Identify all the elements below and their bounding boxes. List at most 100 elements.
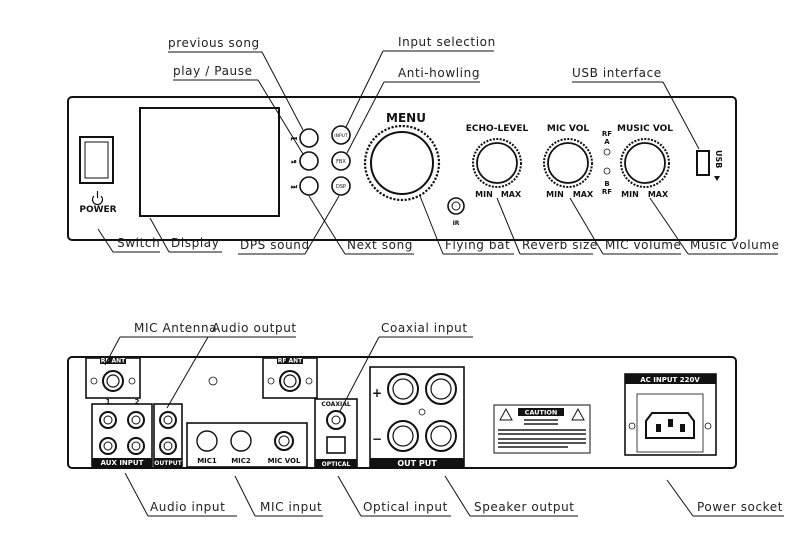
dsp-button-label: DSP xyxy=(336,184,346,190)
next-song-button xyxy=(299,176,319,196)
coaxial-jack xyxy=(326,410,346,430)
music-vol-label: MUSIC VOL xyxy=(617,124,673,134)
menu-label: MENU xyxy=(386,111,426,125)
callout-input-selection: Input selection xyxy=(398,35,496,49)
aux-jack-1l xyxy=(99,411,117,429)
callout-mic-input: MIC input xyxy=(260,500,322,514)
output-tag xyxy=(154,458,182,467)
rf-ant-right-tag xyxy=(277,356,303,364)
fbx-button-label: FBX xyxy=(336,159,346,165)
mic-vol-knob-rear xyxy=(274,431,294,451)
rf-a-letter: A xyxy=(604,138,610,146)
aux-ch1-label: 1 xyxy=(106,398,111,406)
iec-pin-live xyxy=(656,424,661,432)
speaker-terminal-2 xyxy=(425,373,457,405)
iec-pin-earth xyxy=(668,419,673,427)
rf-a-rf-label: RF xyxy=(602,130,612,138)
power-label: POWER xyxy=(79,205,116,215)
callout-mic-volume: MIC volume xyxy=(605,238,682,252)
mic2-jack xyxy=(230,430,252,452)
aux-input-tag xyxy=(92,458,152,467)
coaxial-optical-block xyxy=(314,398,358,469)
iec-power-socket xyxy=(645,412,695,439)
optical-port xyxy=(326,436,346,454)
rear-callouts: MIC Antenna Audio output Coaxial input A… xyxy=(104,321,784,517)
callout-power-socket: Power socket xyxy=(697,500,783,514)
callout-mic-antenna: MIC Antenna xyxy=(134,321,217,335)
rf-ant-left-connector xyxy=(102,370,124,392)
caution-sticker: CAUTION xyxy=(493,404,591,454)
mic1-label: MIC1 xyxy=(197,457,217,465)
callout-flying-bat: Flying bat xyxy=(445,238,510,252)
lightning-triangle-icon xyxy=(571,407,585,421)
callout-previous-song: previous song xyxy=(168,36,260,50)
input-button xyxy=(331,125,351,145)
callout-music-volume: Music volume xyxy=(690,238,780,252)
echo-level-label: ECHO-LEVEL xyxy=(466,124,529,134)
speaker-minus-label: − xyxy=(372,432,382,446)
aux-input-label: AUX INPUT xyxy=(101,459,144,467)
rf-b-led xyxy=(603,167,611,175)
ac-input-label: AC INPUT 220V xyxy=(640,376,700,384)
callout-anti-howling: Anti-howling xyxy=(398,66,480,80)
echo-min-label: MIN xyxy=(475,190,493,199)
callout-dps-sound: DPS sound xyxy=(240,238,310,252)
speaker-terminal-1 xyxy=(387,373,419,405)
ir-receiver xyxy=(447,197,465,215)
menu-knob-ring xyxy=(363,124,441,202)
callout-speaker-output: Speaker output xyxy=(474,500,575,514)
speaker-terminal-3 xyxy=(387,420,419,452)
dsp-button xyxy=(331,176,351,196)
callout-coaxial-input: Coaxial input xyxy=(381,321,468,335)
power-switch-rocker xyxy=(84,141,109,179)
aux-jack-1r xyxy=(99,437,117,455)
mic-input-block xyxy=(186,422,308,468)
aux-input-block xyxy=(91,403,153,467)
mic1-jack xyxy=(196,430,218,452)
input-button-label: INPUT xyxy=(334,133,348,139)
display-screen xyxy=(139,107,280,217)
rf-ant-right-connector xyxy=(279,370,301,392)
output-jack-r xyxy=(159,437,177,455)
speaker-plus-label: + xyxy=(372,386,382,400)
rf-ant-left-label: RF ANT xyxy=(101,358,126,365)
mic2-label: MIC2 xyxy=(231,457,251,465)
rear-panel: RF ANT RF ANT 1 2 AUX INPUT xyxy=(67,356,737,469)
callout-optical-input: Optical input xyxy=(363,500,448,514)
ir-lens xyxy=(451,201,461,211)
ac-input-tag xyxy=(625,374,716,384)
output-jack-l xyxy=(159,411,177,429)
usb-symbol-icon xyxy=(714,176,720,181)
callout-usb-interface: USB interface xyxy=(572,66,662,80)
power-switch xyxy=(79,136,114,184)
mic-vol-min-label: MIN xyxy=(546,190,564,199)
callout-next-song: Next song xyxy=(347,238,413,252)
iec-pin-neutral xyxy=(680,424,685,432)
transport-buttons: ⏮ ⏯ ⏭ INPUT FBX DSP xyxy=(291,125,351,196)
ac-input-block xyxy=(624,373,717,456)
coaxial-label: COAXIAL xyxy=(321,401,350,408)
echo-max-label: MAX xyxy=(501,190,522,199)
next-icon: ⏭ xyxy=(291,183,298,191)
aux-jack-2l xyxy=(127,411,145,429)
optical-label: OPTICAL xyxy=(322,461,351,468)
echo-knob xyxy=(476,142,518,184)
menu-knob xyxy=(370,131,434,195)
screw-hole xyxy=(208,376,218,386)
play-pause-button xyxy=(299,151,319,171)
ir-label: IR xyxy=(453,220,460,227)
callout-switch: Switch xyxy=(117,236,160,250)
rf-ant-left-tag xyxy=(100,356,126,364)
mic-vol-rear-label: MIC VOL xyxy=(268,457,301,465)
front-panel-outline xyxy=(67,96,737,241)
audio-output-block xyxy=(153,403,183,467)
usb-port xyxy=(696,150,710,176)
echo-knob-ring xyxy=(472,138,522,188)
caution-label: CAUTION xyxy=(525,409,558,417)
callout-display: Display xyxy=(171,236,219,250)
music-vol-max-label: MAX xyxy=(648,190,669,199)
callout-audio-output: Audio output xyxy=(212,321,297,335)
warning-triangle-icon xyxy=(499,407,513,421)
